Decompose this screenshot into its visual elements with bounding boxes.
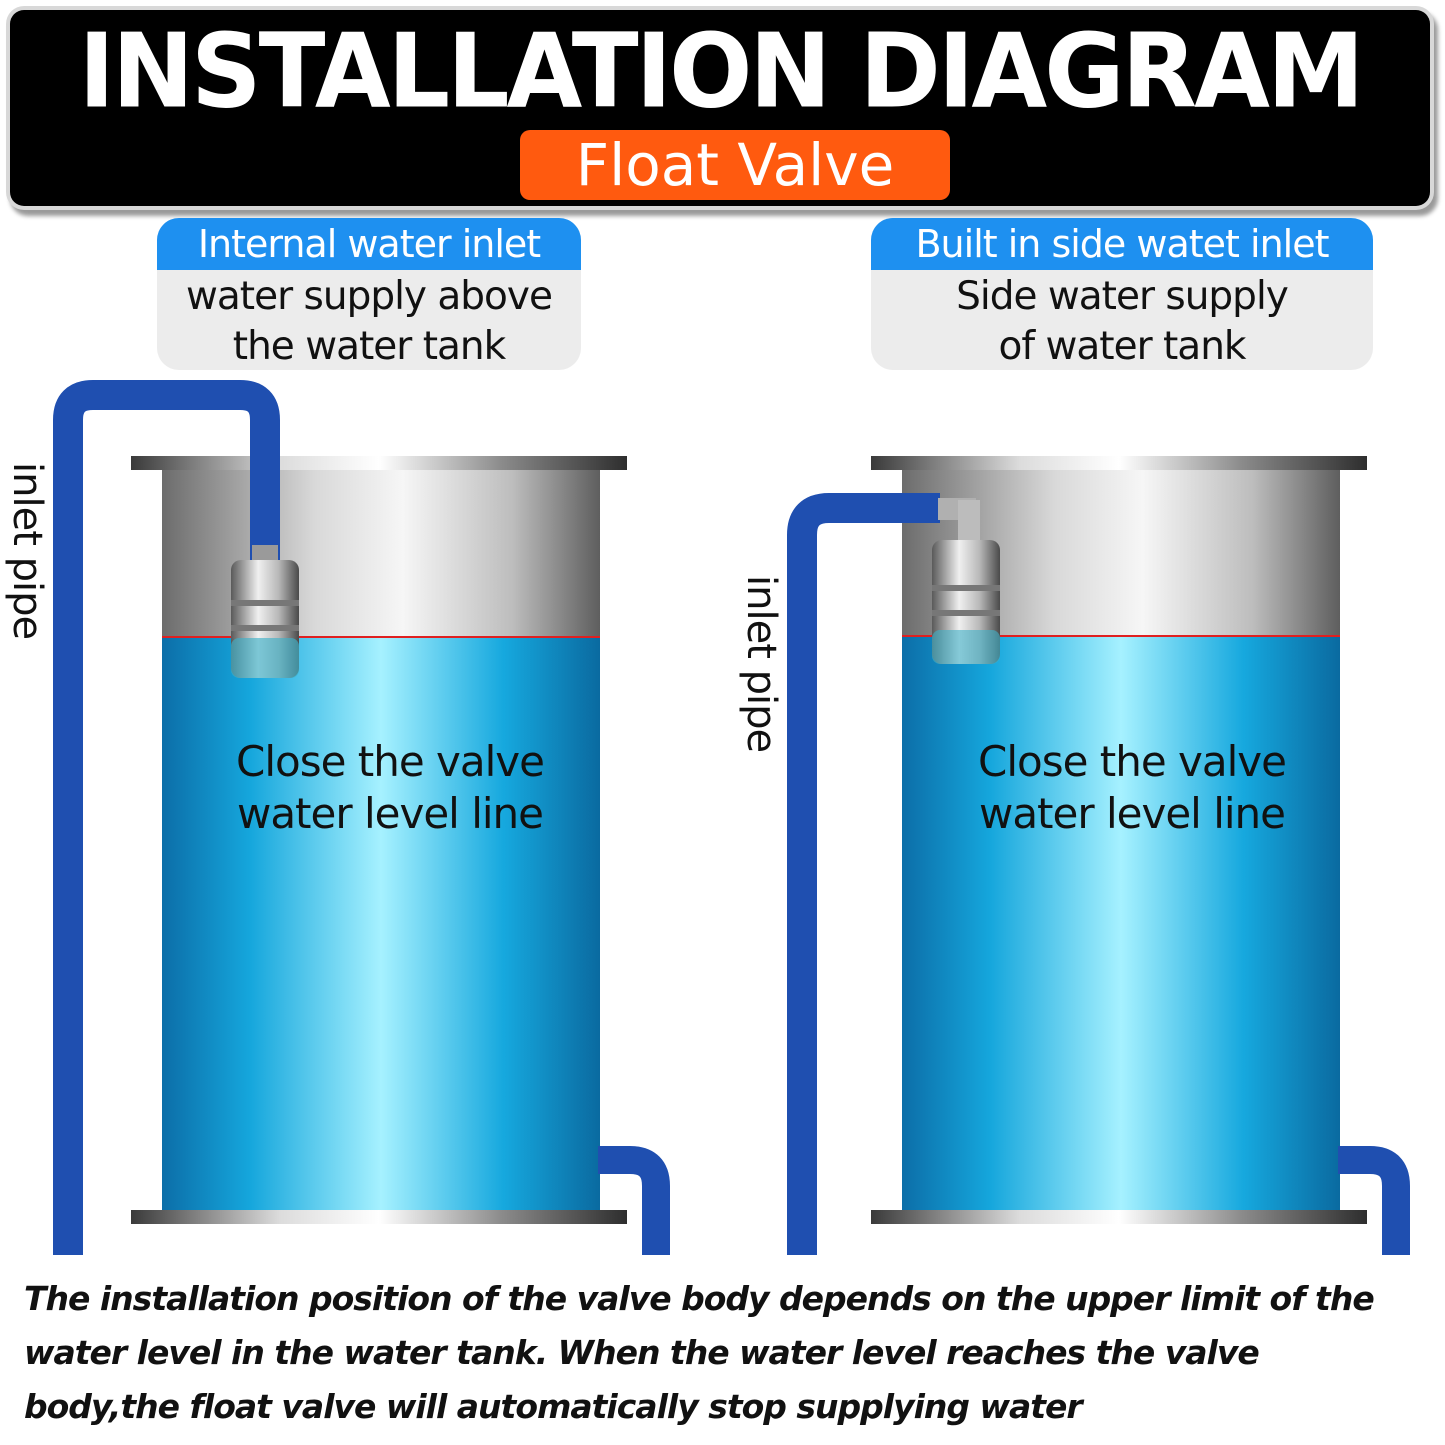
right-outlet-pipe bbox=[1338, 1146, 1410, 1255]
right-card-header: Built in side watet inlet bbox=[871, 218, 1373, 270]
title-banner: INSTALLATION DIAGRAM Float Valve bbox=[10, 10, 1430, 206]
left-info-card: Internal water inlet water supply above … bbox=[157, 218, 581, 370]
left-outlet-pipe bbox=[598, 1146, 670, 1255]
right-inlet-pipe-label: inlet pipe bbox=[738, 575, 784, 753]
right-tank-caption-line1: Close the valve bbox=[978, 737, 1287, 786]
left-card-line1: water supply above bbox=[186, 274, 553, 319]
footer-note: The installation position of the valve b… bbox=[24, 1279, 1375, 1426]
left-inlet-pipe bbox=[53, 380, 280, 1255]
right-tank-caption: Close the valve water level line bbox=[912, 736, 1352, 840]
left-tank-water bbox=[162, 636, 600, 1212]
left-tank-bottom-rim bbox=[131, 1210, 627, 1224]
right-card-line2: of water tank bbox=[998, 324, 1247, 369]
left-tank-upper-wall bbox=[162, 470, 600, 640]
right-float-valve bbox=[932, 498, 1000, 664]
right-info-card: Built in side watet inlet Side water sup… bbox=[871, 218, 1373, 370]
left-tank bbox=[131, 456, 627, 1224]
left-tank-caption-line2: water level line bbox=[236, 789, 544, 838]
right-tank-water bbox=[902, 636, 1340, 1212]
left-card-body: water supply above the water tank bbox=[157, 270, 581, 370]
left-card-header: Internal water inlet bbox=[157, 218, 581, 270]
left-tank-caption-line1: Close the valve bbox=[236, 737, 545, 786]
left-tank-top-rim bbox=[131, 456, 627, 470]
left-inlet-pipe-label: inlet pipe bbox=[4, 462, 50, 640]
left-float-valve bbox=[231, 545, 299, 678]
page-title: INSTALLATION DIAGRAM bbox=[78, 12, 1365, 132]
right-card-line1: Side water supply bbox=[956, 274, 1289, 319]
left-tank-caption: Close the valve water level line bbox=[170, 736, 610, 840]
right-tank-caption-line2: water level line bbox=[978, 789, 1286, 838]
right-tank-bottom-rim bbox=[871, 1210, 1367, 1224]
subtitle-badge: Float Valve bbox=[520, 130, 950, 200]
right-tank-top-rim bbox=[871, 456, 1367, 470]
right-inlet-pipe bbox=[787, 493, 940, 1255]
right-card-body: Side water supply of water tank bbox=[871, 270, 1373, 370]
left-card-line2: the water tank bbox=[232, 324, 506, 369]
